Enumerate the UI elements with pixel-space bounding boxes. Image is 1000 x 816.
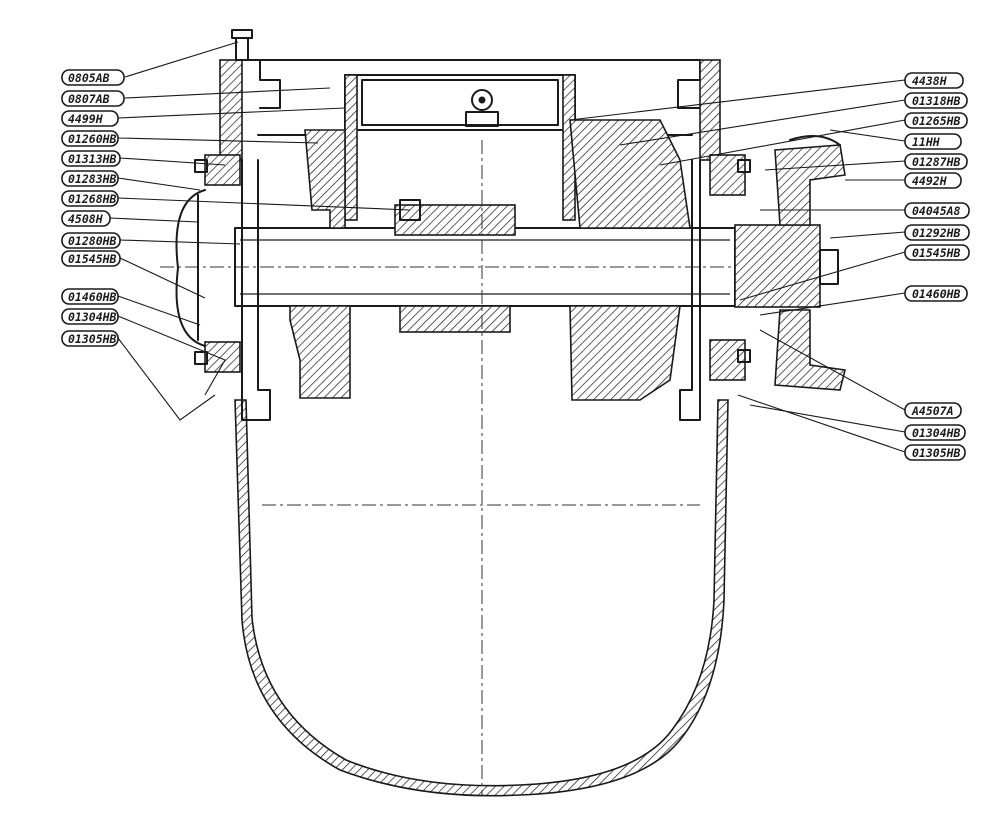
tag-left-10: 01460HB: [61, 288, 119, 305]
svg-text:4508H: 4508H: [68, 212, 103, 226]
right-pulley: [774, 135, 846, 391]
tag-left-5: 01283HB: [61, 170, 119, 187]
tag-right-0: 4438H: [904, 72, 964, 89]
tag-right-11: 01304HB: [904, 424, 966, 441]
tag-right-6: 04045A8: [904, 202, 970, 219]
tag-left-3: 01260HB: [61, 130, 119, 147]
tag-right-10: A4507A: [904, 402, 962, 419]
svg-text:01460HB: 01460HB: [68, 290, 117, 304]
svg-text:01265HB: 01265HB: [912, 114, 961, 128]
svg-text:01287HB: 01287HB: [912, 155, 961, 169]
svg-text:01292HB: 01292HB: [912, 226, 961, 240]
svg-text:01305HB: 01305HB: [912, 446, 961, 460]
tag-right-3: 11HH: [904, 133, 962, 150]
housing-bowl: [234, 399, 729, 797]
tag-left-11: 01304HB: [61, 308, 119, 325]
left-gear: [289, 129, 351, 399]
tag-right-2: 01265HB: [904, 112, 968, 129]
svg-text:01280HB: 01280HB: [68, 234, 117, 248]
tag-right-9: 01460HB: [904, 285, 968, 302]
svg-text:0807AB: 0807AB: [68, 92, 110, 106]
svg-text:01545HB: 01545HB: [68, 252, 117, 266]
tag-right-1: 01318HB: [904, 92, 968, 109]
svg-text:01318HB: 01318HB: [912, 94, 961, 108]
tag-right-5: 4492H: [904, 172, 962, 189]
right-tags: 4438H 01318HB 01265HB 11HH 01287HB 4492H…: [904, 72, 970, 461]
svg-text:01304HB: 01304HB: [912, 426, 961, 440]
svg-text:01304HB: 01304HB: [68, 310, 117, 324]
main-shaft: [160, 199, 839, 333]
tag-left-4: 01313HB: [61, 150, 121, 167]
tag-right-7: 01292HB: [904, 224, 970, 241]
tag-left-7: 4508H: [61, 210, 111, 227]
svg-text:4492H: 4492H: [912, 174, 947, 188]
svg-text:01545HB: 01545HB: [912, 246, 961, 260]
tag-left-8: 01280HB: [61, 232, 121, 249]
right-leaders: [569, 79, 906, 453]
svg-text:11HH: 11HH: [912, 135, 940, 149]
svg-text:4438H: 4438H: [912, 74, 947, 88]
svg-text:01460HB: 01460HB: [912, 287, 961, 301]
tag-left-12: 01305HB: [61, 330, 119, 347]
tag-left-9: 01545HB: [61, 250, 121, 267]
tag-left-6: 01268HB: [61, 190, 119, 207]
svg-text:01268HB: 01268HB: [68, 192, 117, 206]
svg-text:4499H: 4499H: [68, 112, 103, 126]
svg-text:01260HB: 01260HB: [68, 132, 117, 146]
svg-text:01305HB: 01305HB: [68, 332, 117, 346]
right-gear: [569, 119, 691, 401]
tag-right-8: 01545HB: [904, 244, 970, 261]
tag-left-1: 0807AB: [61, 90, 125, 107]
svg-text:01313HB: 01313HB: [68, 152, 117, 166]
tag-left-2: 4499H: [61, 110, 119, 127]
tag-right-4: 01287HB: [904, 153, 968, 170]
top-bridge: [344, 74, 576, 221]
svg-text:0805AB: 0805AB: [68, 71, 110, 85]
left-tags: 0805AB 0807AB 4499H 01260HB 01313HB 0128…: [61, 69, 125, 347]
tag-right-12: 01305HB: [904, 444, 966, 461]
svg-text:04045A8: 04045A8: [912, 204, 961, 218]
tag-left-0: 0805AB: [61, 69, 125, 86]
top-bolt: [231, 29, 253, 61]
right-bearing: [709, 154, 751, 381]
svg-text:A4507A: A4507A: [911, 404, 954, 418]
svg-text:01283HB: 01283HB: [68, 172, 117, 186]
left-leaders: [109, 41, 411, 421]
